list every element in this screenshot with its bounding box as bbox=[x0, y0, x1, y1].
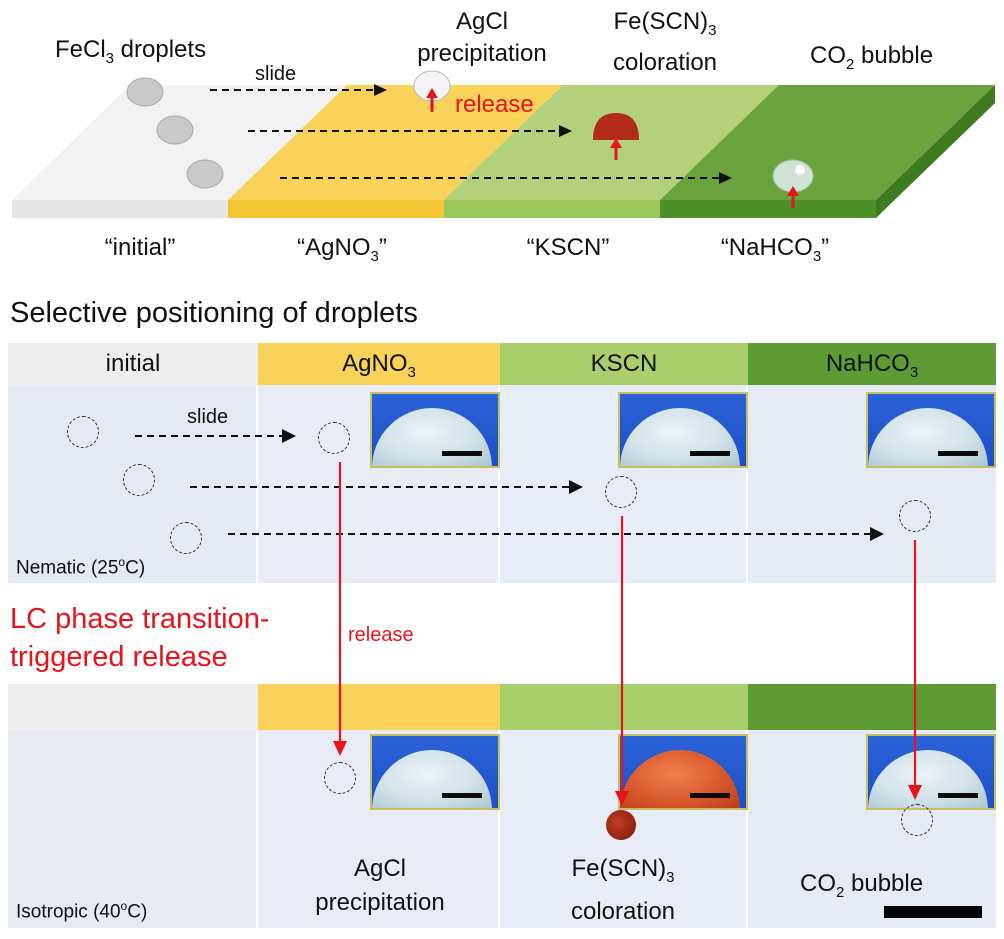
zone-label-agno3: “AgNO3” bbox=[297, 234, 387, 265]
slide-label-top: slide bbox=[255, 63, 297, 85]
release-label-top: release bbox=[455, 91, 534, 118]
inset-iso-kscn bbox=[618, 734, 748, 810]
inset-nematic-nahco3 bbox=[866, 392, 996, 468]
header-nahco3: NaHCO3 bbox=[748, 343, 996, 385]
iso-header-kscn bbox=[500, 684, 748, 730]
droplet-circle-nahco3 bbox=[899, 500, 931, 532]
plate-side-edge bbox=[876, 85, 995, 218]
iso-droplet-nahco3 bbox=[901, 804, 933, 836]
droplet-3 bbox=[186, 159, 224, 189]
droplets-label: FeCl3 droplets bbox=[55, 36, 207, 67]
droplet-circle-agno3 bbox=[318, 422, 350, 454]
fescn-label-bottom: Fe(SCN)3 coloration bbox=[570, 855, 676, 925]
iso-header-initial bbox=[8, 684, 258, 730]
zone-label-nahco3: “NaHCO3” bbox=[720, 234, 830, 265]
droplet-circle-1 bbox=[67, 416, 99, 448]
header-initial: initial bbox=[8, 343, 258, 385]
iso-header-agno3 bbox=[258, 684, 500, 730]
co2-label-bottom: CO2 bubble bbox=[800, 870, 924, 901]
inset-nematic-agno3 bbox=[370, 392, 500, 468]
droplet-1 bbox=[126, 77, 164, 107]
transition-label: LC phase transition-triggered release bbox=[10, 603, 270, 673]
section-title: Selective positioning of droplets bbox=[10, 297, 418, 329]
iso-header-nahco3 bbox=[748, 684, 996, 730]
iso-droplet-agno3 bbox=[324, 762, 356, 794]
nematic-label: Nematic (25oC) bbox=[16, 555, 146, 579]
agno3-zone-surface bbox=[228, 85, 563, 200]
iso-droplet-kscn bbox=[606, 810, 636, 840]
droplet-circle-kscn bbox=[605, 476, 637, 508]
initial-zone-edge bbox=[12, 200, 228, 218]
co2-label-top: CO2 bubble bbox=[810, 42, 934, 73]
inset-nematic-kscn bbox=[618, 392, 748, 468]
droplet-circle-3 bbox=[170, 522, 202, 554]
nahco3-zone-surface bbox=[660, 85, 995, 200]
agno3-zone-edge bbox=[228, 200, 444, 218]
droplet-2 bbox=[156, 115, 194, 145]
release-label-middle: release bbox=[348, 624, 414, 646]
nahco3-zone-edge bbox=[660, 200, 876, 218]
co2-bubble bbox=[795, 165, 805, 175]
header-kscn: KSCN bbox=[500, 343, 748, 385]
schematic-illustration bbox=[12, 70, 995, 218]
iso-panel-initial bbox=[8, 730, 256, 928]
inset-iso-nahco3 bbox=[866, 734, 996, 810]
header-agno3: AgNO3 bbox=[258, 343, 500, 385]
kscn-zone-edge bbox=[444, 200, 660, 218]
inset-iso-agno3 bbox=[370, 734, 500, 810]
droplet-circle-2 bbox=[123, 464, 155, 496]
fescn-droplet bbox=[593, 113, 639, 140]
isotropic-label: Isotropic (40oC) bbox=[16, 899, 148, 923]
kscn-zone-surface bbox=[444, 85, 779, 200]
zone-label-initial: “initial” bbox=[104, 234, 176, 261]
zone-label-kscn: “KSCN” bbox=[526, 234, 610, 261]
fescn-label-top: Fe(SCN)3 coloration bbox=[612, 8, 718, 76]
scale-bar bbox=[884, 906, 982, 918]
slide-label-nematic: slide bbox=[187, 406, 229, 428]
